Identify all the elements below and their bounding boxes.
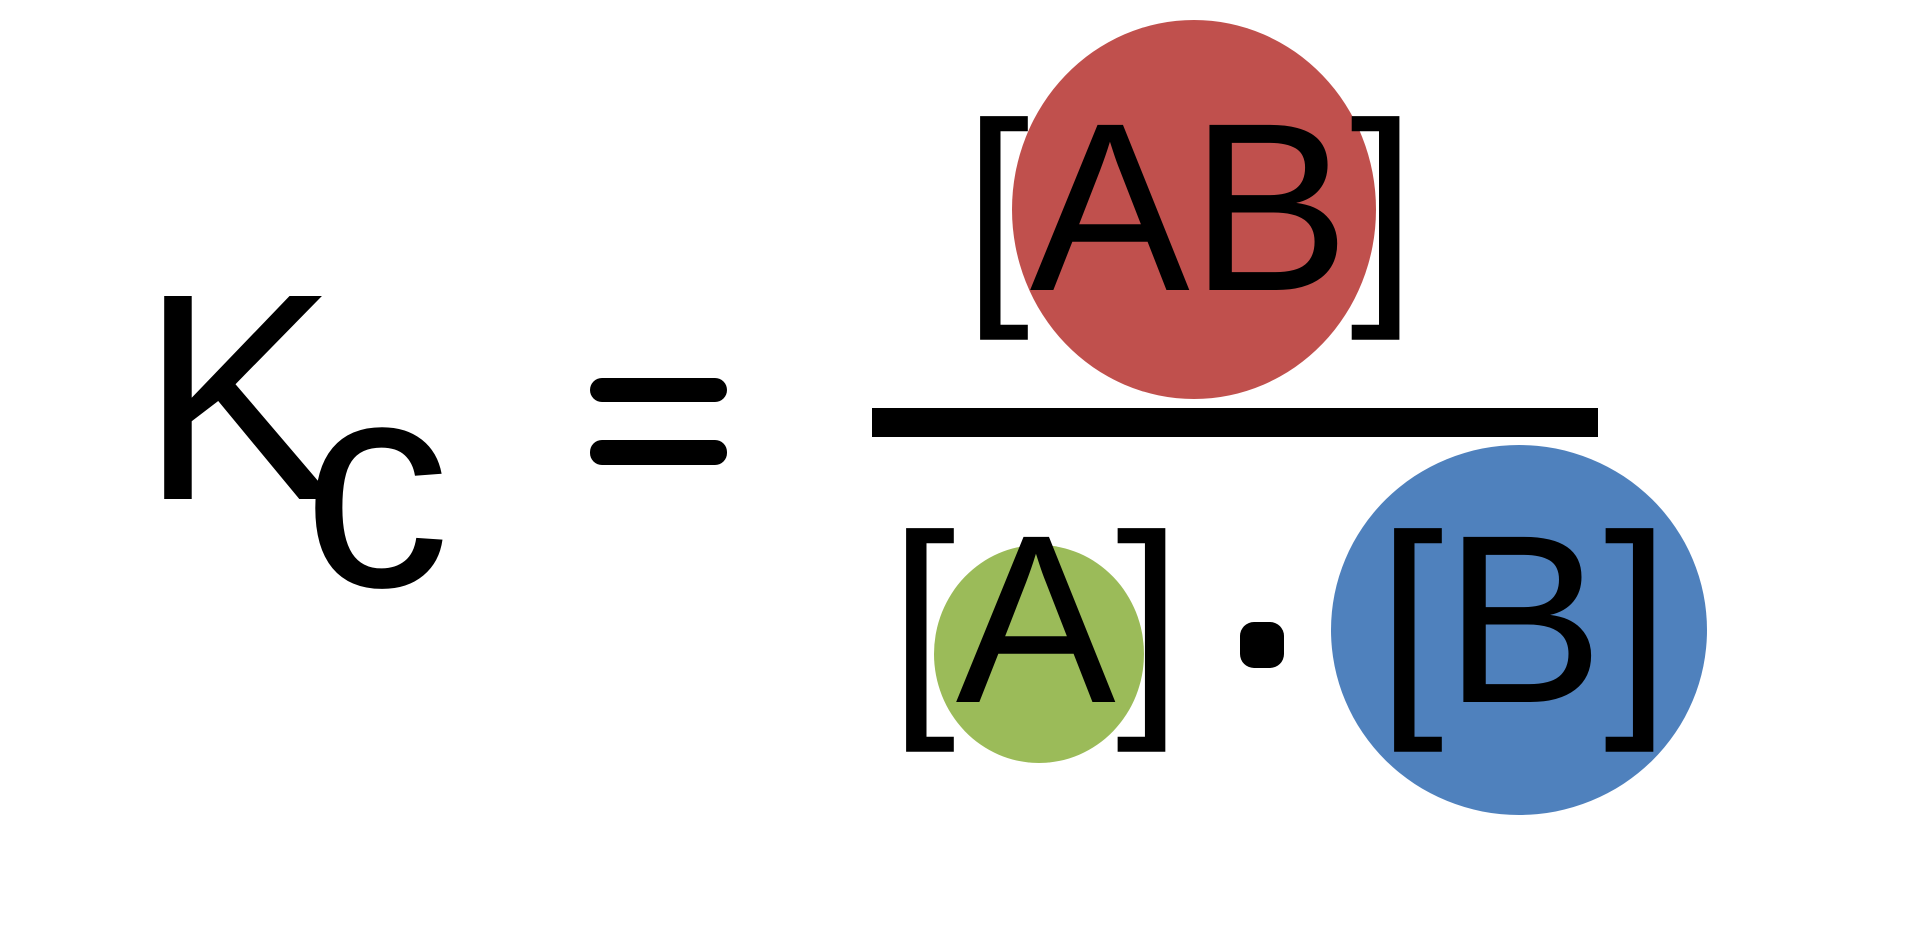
equilibrium-constant-symbol: Kc (140, 250, 450, 632)
reactant-b-circle (1331, 445, 1707, 815)
denominator-term-a: [A] (889, 485, 1183, 753)
multiplication-dot: · (1240, 622, 1284, 668)
denominator-term-b: [B] (1377, 485, 1671, 753)
equals-top-bar (590, 378, 727, 402)
equals-sign-text: = (590, 378, 591, 379)
multiplication-dot-text: · (1240, 622, 1241, 623)
constant-subscript: c (302, 319, 451, 649)
equals-bottom-bar (590, 440, 727, 465)
reactant-a-circle (934, 545, 1144, 763)
constant-base: K (140, 232, 337, 562)
numerator-term-ab: [AB] (963, 73, 1417, 341)
fraction-bar (872, 408, 1598, 437)
product-ab-circle (1012, 20, 1376, 399)
equals-sign: = (590, 378, 727, 465)
